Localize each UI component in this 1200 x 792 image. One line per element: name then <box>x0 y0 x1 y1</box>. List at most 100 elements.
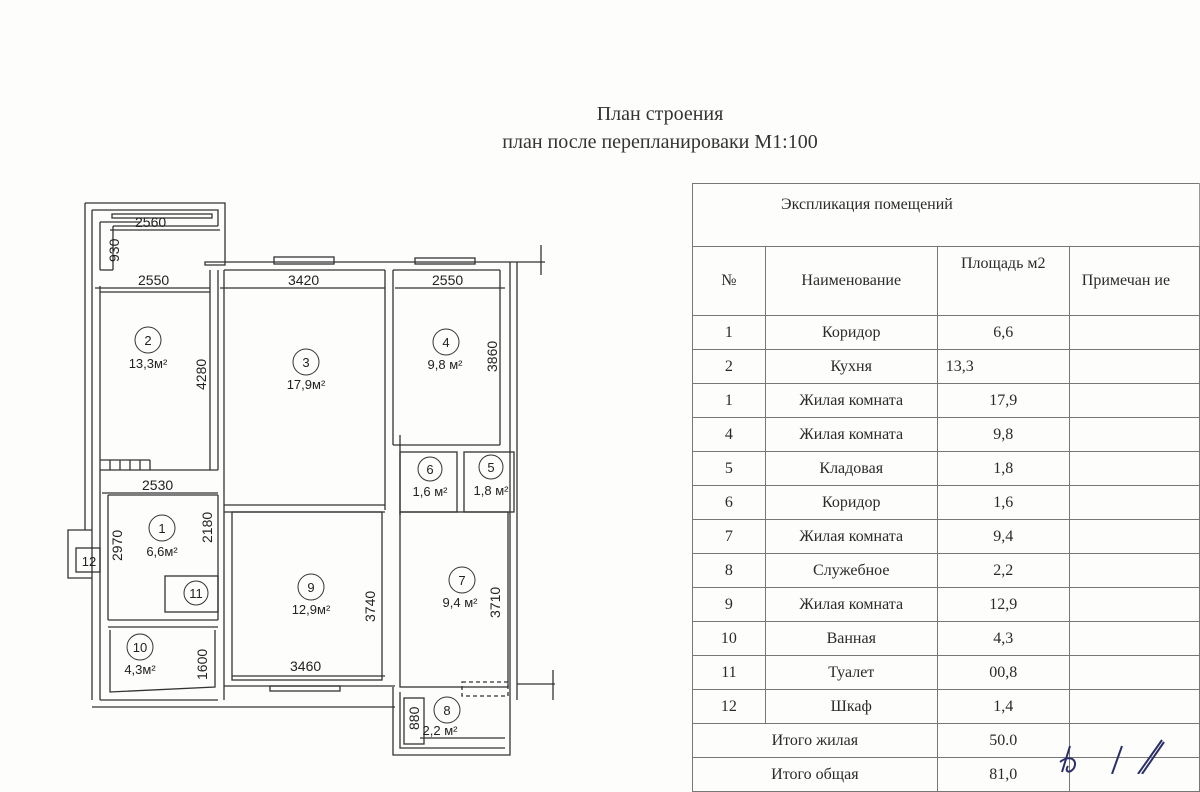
total-label: Итого жилая <box>692 723 938 758</box>
table-caption: Экспликация помещений <box>692 183 1200 247</box>
row-note <box>1068 723 1200 758</box>
header-area: Площадь м2 <box>936 246 1070 316</box>
room-5-number: 5 <box>487 460 494 475</box>
row-name: Ванная <box>764 621 938 656</box>
room-8-area: 2,2 м² <box>423 723 459 738</box>
row-area: 1,6 <box>936 485 1070 520</box>
row-area: 17,9 <box>936 383 1070 418</box>
dim-2530: 2530 <box>142 477 173 493</box>
document-title: План строения <box>596 103 724 125</box>
row-area: 00,8 <box>936 655 1070 690</box>
row-num: 6 <box>692 485 766 520</box>
room-1-area: 6,6м² <box>146 544 178 559</box>
room-3-number: 3 <box>302 355 309 370</box>
row-note <box>1068 587 1200 622</box>
room-6-area: 1,6 м² <box>413 484 449 499</box>
room-4-number: 4 <box>442 335 449 350</box>
room-7-number: 7 <box>458 573 465 588</box>
row-num: 4 <box>692 417 766 452</box>
row-note <box>1068 621 1200 656</box>
room-10-area: 4,3м² <box>124 662 156 677</box>
row-num: 1 <box>692 315 766 350</box>
dim-2970: 2970 <box>109 530 125 561</box>
room-2-number: 2 <box>144 333 151 348</box>
floor-plan: 2560 930 2550 3420 2550 4280 3860 2530 2… <box>67 202 555 756</box>
table-header-row: № Наименование Площадь м2 Примечан ие <box>692 246 1200 316</box>
dim-3740: 3740 <box>362 591 378 622</box>
row-note <box>1068 655 1200 690</box>
row-name: Жилая комната <box>764 417 938 452</box>
dim-2560: 2560 <box>135 214 166 230</box>
row-note <box>1068 451 1200 486</box>
room-10-number: 10 <box>133 640 147 655</box>
row-name: Кладовая <box>764 451 938 486</box>
room-3-area: 17,9м² <box>287 377 326 392</box>
row-num: 12 <box>692 689 766 724</box>
row-num: 8 <box>692 553 766 588</box>
total-value: 50.0 <box>936 723 1070 758</box>
room-7-area: 9,4 м² <box>443 595 479 610</box>
dim-930: 930 <box>106 238 122 262</box>
room-4-area: 9,8 м² <box>428 357 464 372</box>
row-name: Жилая комната <box>764 587 938 622</box>
row-area: 13,3 <box>936 349 1070 384</box>
row-area: 9,4 <box>936 519 1070 554</box>
row-note <box>1068 519 1200 554</box>
row-note <box>1068 553 1200 588</box>
row-name: Служебное <box>764 553 938 588</box>
row-note <box>1068 383 1200 418</box>
dim-880: 880 <box>406 706 422 730</box>
row-name: Жилая комната <box>764 519 938 554</box>
room-9-area: 12,9м² <box>292 602 331 617</box>
dim-3420: 3420 <box>288 272 319 288</box>
row-num: 11 <box>692 655 766 690</box>
row-num: 5 <box>692 451 766 486</box>
room-5-area: 1,8 м² <box>474 483 510 498</box>
dim-1600: 1600 <box>194 649 210 680</box>
row-name: Коридор <box>764 315 938 350</box>
row-num: 10 <box>692 621 766 656</box>
row-area: 2,2 <box>936 553 1070 588</box>
row-num: 2 <box>692 349 766 384</box>
room-2-area: 13,3м² <box>129 356 168 371</box>
room-12-number: 12 <box>82 554 96 569</box>
row-name: Коридор <box>764 485 938 520</box>
row-area: 9,8 <box>936 417 1070 452</box>
row-area: 1,8 <box>936 451 1070 486</box>
room-9-number: 9 <box>307 580 314 595</box>
row-note <box>1068 349 1200 384</box>
row-name: Туалет <box>764 655 938 690</box>
row-num: 7 <box>692 519 766 554</box>
total-label: Итого общая <box>692 757 938 792</box>
signature <box>1059 739 1165 774</box>
dim-2550-left: 2550 <box>138 272 169 288</box>
row-area: 12,9 <box>936 587 1070 622</box>
row-name: Кухня <box>764 349 938 384</box>
row-area: 6,6 <box>936 315 1070 350</box>
row-note <box>1068 315 1200 350</box>
dim-2550-right: 2550 <box>432 272 463 288</box>
row-note <box>1068 417 1200 452</box>
row-area: 1,4 <box>936 689 1070 724</box>
room-11-number: 11 <box>189 586 203 601</box>
explication-table: Экспликация помещений № Наименование Пло… <box>692 183 1200 792</box>
room-8-number: 8 <box>443 703 450 718</box>
row-num: 1 <box>692 383 766 418</box>
row-name: Жилая комната <box>764 383 938 418</box>
header-name: Наименование <box>764 246 938 316</box>
document-subtitle: план после перепланироваки М1:100 <box>502 131 818 153</box>
row-note <box>1068 485 1200 520</box>
row-name: Шкаф <box>764 689 938 724</box>
dim-3460: 3460 <box>290 658 321 674</box>
